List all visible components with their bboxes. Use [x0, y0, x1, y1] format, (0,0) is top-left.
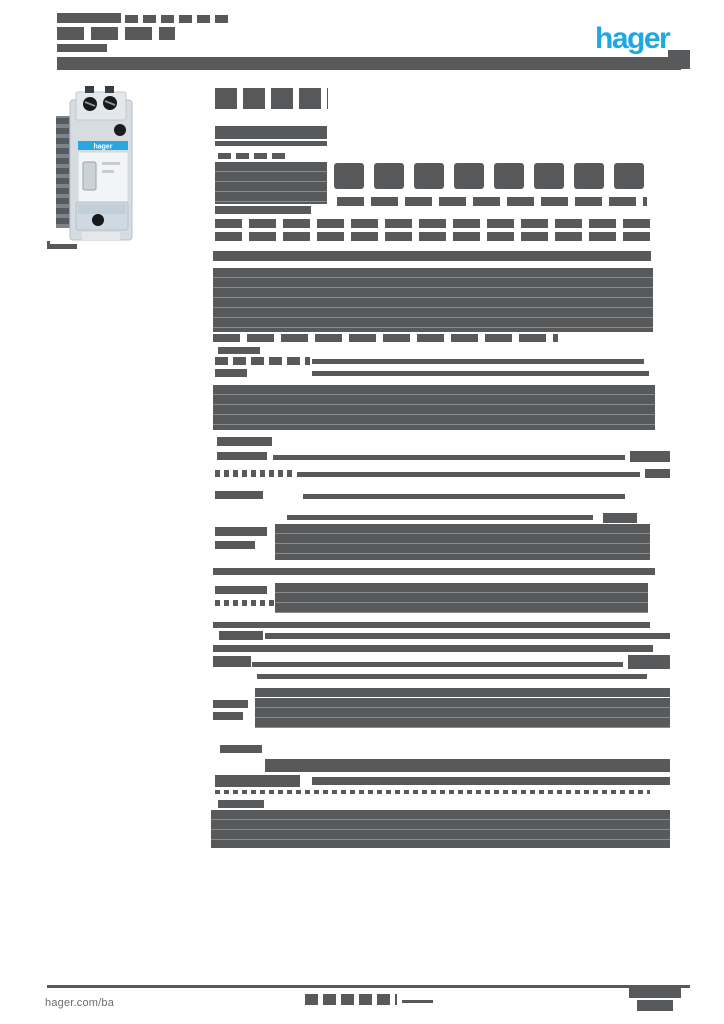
top-terminals [75, 86, 127, 121]
feature-icon-blob [334, 163, 364, 189]
spec-leader [312, 777, 670, 785]
text-line [213, 251, 651, 261]
footer-website-link: hager.com/ba [45, 990, 149, 1016]
switch-lever [82, 161, 97, 191]
footer-center-dash [402, 1000, 433, 1003]
text-line [213, 645, 653, 652]
header-line-3 [57, 44, 107, 52]
paragraph-block [213, 268, 653, 332]
photo-brand-label: hager [93, 144, 112, 151]
text-line [213, 622, 650, 628]
din-rail-fins-icon [56, 116, 70, 228]
footer-right-line [629, 986, 681, 998]
text-line [215, 219, 651, 228]
terminal-screw-icon [114, 124, 126, 136]
spec-leader [265, 633, 670, 639]
spec-label [213, 700, 248, 708]
spec-label-dotted [215, 470, 295, 477]
spec-label [215, 491, 263, 499]
feature-icon-blob [534, 163, 564, 189]
icons-caption-line [337, 197, 647, 206]
text-line [265, 759, 670, 772]
spec-label [218, 347, 260, 354]
product-photo: hager [50, 86, 150, 244]
spec-leader [312, 359, 644, 364]
spec-text-block [255, 698, 670, 728]
text-line [215, 232, 655, 241]
spec-label [213, 712, 243, 720]
bottom-terminals [75, 201, 129, 240]
feature-icon-blob [574, 163, 604, 189]
dotted-rule [215, 790, 650, 794]
paragraph-block [213, 385, 655, 430]
header-band [57, 57, 681, 70]
spec-label-dotted [215, 600, 280, 606]
header-line-1a [57, 13, 121, 23]
spec-label [213, 656, 251, 667]
photo-caption [47, 241, 77, 249]
paragraph-tail [213, 334, 558, 342]
product-subtitle [215, 126, 327, 139]
spec-leader [287, 515, 593, 520]
spec-leader [252, 662, 623, 667]
feature-icon-blob [614, 163, 644, 189]
spec-text-block [275, 583, 648, 613]
footer-center-text [305, 994, 397, 1005]
spec-leader [297, 472, 640, 477]
spec-section-label [217, 437, 272, 446]
paragraph-block [211, 810, 670, 848]
logo-tab [668, 50, 690, 69]
section-intro-line [218, 153, 290, 159]
text-line [255, 688, 670, 697]
spec-leader [303, 494, 625, 499]
footer-right-line [637, 1000, 673, 1011]
spec-label [218, 800, 264, 808]
spec-label [217, 452, 267, 460]
header-line-2 [57, 27, 175, 40]
header-line-1b [125, 15, 231, 23]
feature-icon-blob [454, 163, 484, 189]
spec-text-block [275, 524, 650, 560]
footer-rule [47, 985, 690, 988]
product-title [215, 88, 328, 109]
feature-icon-blob [374, 163, 404, 189]
photo-brand-band: hager [78, 141, 128, 151]
spec-value [603, 513, 637, 523]
spec-leader [312, 371, 649, 376]
hager-logo: hager [595, 22, 671, 55]
left-diagram-block [215, 162, 327, 204]
feature-icon-blob [494, 163, 524, 189]
terminal-screw-icon [92, 214, 104, 226]
spec-label [215, 586, 267, 594]
text-line [213, 568, 655, 575]
feature-icon-blob [414, 163, 444, 189]
spec-leader [257, 674, 647, 679]
spec-label [215, 527, 267, 536]
spec-label [215, 775, 300, 787]
spec-label [219, 631, 263, 640]
spec-value [628, 655, 670, 669]
product-subtitle-2 [215, 141, 327, 146]
spec-label [215, 541, 255, 549]
spec-value [645, 469, 670, 478]
device-face [77, 151, 129, 203]
left-diagram-caption [215, 206, 311, 214]
spec-leader [273, 455, 625, 460]
spec-label [215, 357, 310, 365]
spec-label [215, 369, 247, 377]
spec-value [630, 451, 670, 462]
spec-label [220, 745, 262, 753]
